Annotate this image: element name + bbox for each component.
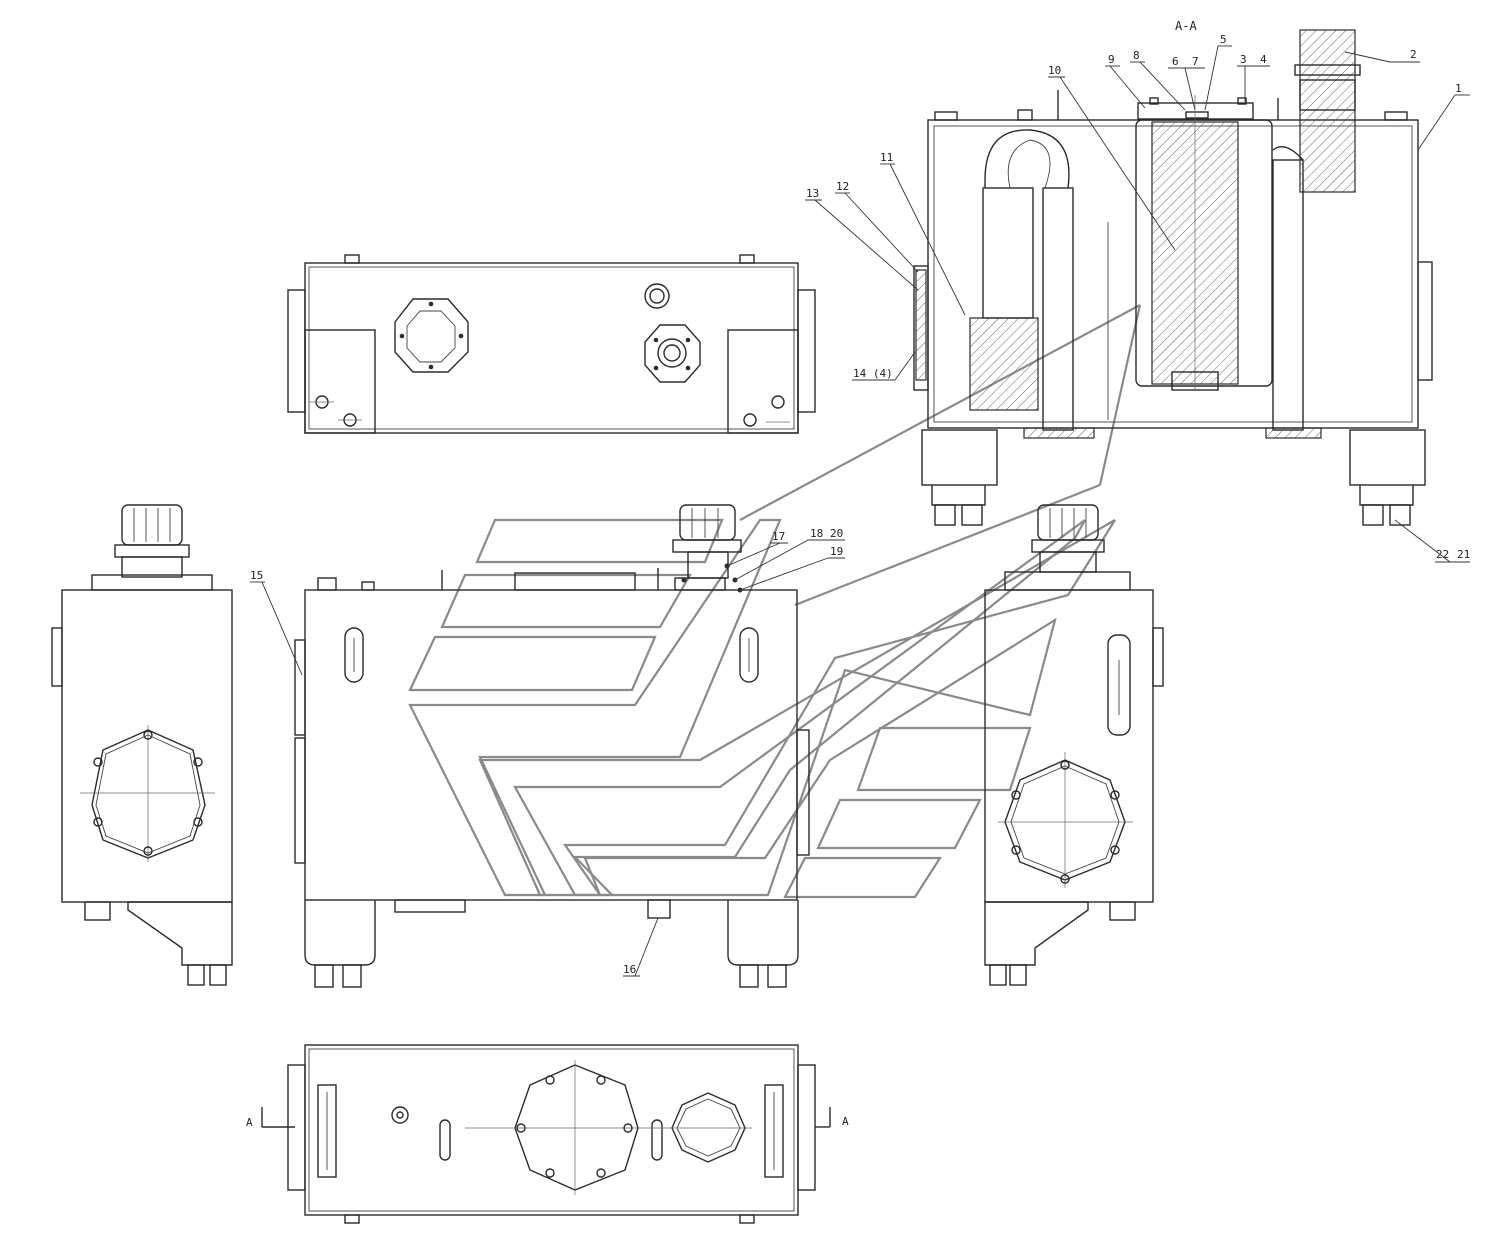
front-view	[294, 504, 810, 988]
callout-10: 10	[1048, 64, 1061, 77]
callout-2: 2	[1410, 48, 1417, 61]
callout-11: 11	[880, 151, 893, 164]
callout-20: 20	[830, 527, 843, 540]
section-a-a-view	[913, 29, 1433, 526]
callout-19: 19	[830, 545, 843, 558]
leader-lines	[250, 45, 1470, 977]
watermark-logo	[408, 304, 1142, 899]
callout-16: 16	[623, 963, 636, 976]
callout-8: 8	[1133, 49, 1140, 62]
callout-3: 3	[1240, 53, 1247, 66]
callout-7: 7	[1192, 55, 1199, 68]
callout-22: 22	[1436, 548, 1449, 561]
callout-17: 17	[772, 530, 785, 543]
callout-1: 1	[1455, 82, 1462, 95]
callout-15: 15	[250, 569, 263, 582]
callout-5: 5	[1220, 33, 1227, 46]
section-mark-right: A	[842, 1115, 849, 1128]
section-mark-left: A	[246, 1116, 253, 1129]
section-title: A-A	[1175, 19, 1197, 33]
callout-12: 12	[836, 180, 849, 193]
right-side-view	[984, 504, 1164, 986]
labels: A-A A A 1 2 3 4 5 6 7 8 9 10 11 12 13 14…	[246, 19, 1470, 1129]
callout-6: 6	[1172, 55, 1179, 68]
callout-21: 21	[1457, 548, 1470, 561]
left-side-view	[51, 504, 233, 986]
callout-13: 13	[806, 187, 819, 200]
callout-18: 18	[810, 527, 823, 540]
bottom-view	[261, 1044, 831, 1224]
callout-14: 14 (4)	[853, 367, 893, 380]
callout-9: 9	[1108, 53, 1115, 66]
top-view	[287, 254, 816, 434]
callout-4: 4	[1260, 53, 1267, 66]
